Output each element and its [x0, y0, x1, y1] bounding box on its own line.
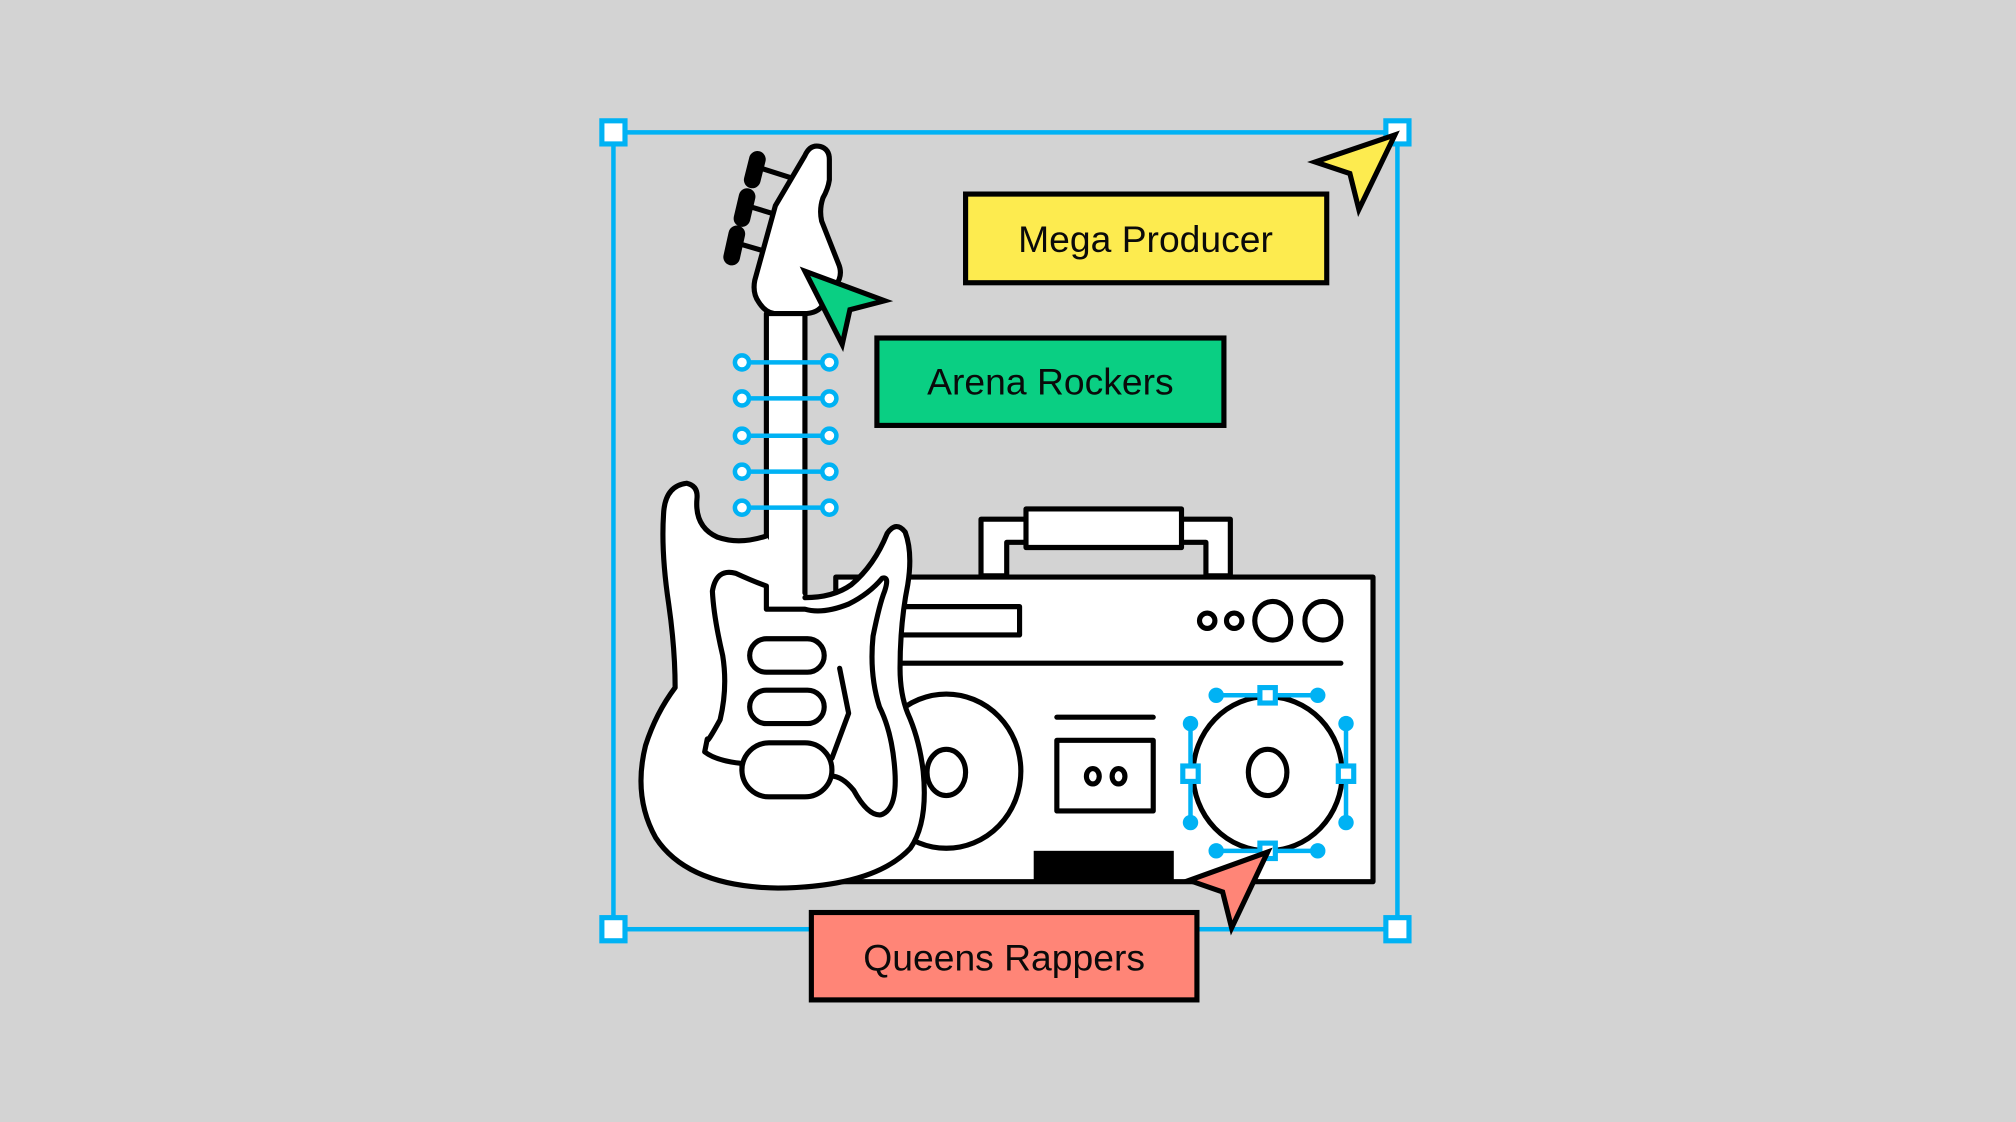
left-speaker-center — [924, 746, 969, 799]
cassette-reel-1 — [1083, 765, 1102, 787]
boombox[interactable] — [833, 506, 1376, 885]
anchor-point-right[interactable] — [1335, 763, 1357, 784]
bezier-control-point[interactable] — [1338, 814, 1354, 831]
tuning-pegs — [723, 151, 793, 266]
bezier-control-point[interactable] — [1310, 843, 1326, 859]
boombox-base-bar — [1033, 850, 1174, 882]
electric-guitar[interactable] — [638, 143, 927, 891]
yellow-cursor-icon — [1307, 130, 1400, 218]
label-box — [808, 909, 1200, 1003]
label-text: Queens Rappers — [863, 936, 1145, 978]
string-handle-2[interactable] — [732, 389, 839, 408]
boombox-handle-grip — [1023, 506, 1185, 551]
knob-large-2 — [1302, 598, 1344, 643]
string-handle-4[interactable] — [732, 462, 839, 481]
resize-handle-bottom-left[interactable] — [599, 915, 628, 944]
string-handle-5[interactable] — [732, 498, 839, 517]
resize-handle-top-left[interactable] — [599, 118, 628, 147]
knob-small-2 — [1223, 610, 1245, 632]
green-cursor-icon — [799, 266, 894, 352]
string-handle-1[interactable] — [732, 353, 839, 372]
bezier-control-point[interactable] — [1310, 687, 1326, 704]
bezier-control-point[interactable] — [1182, 715, 1199, 732]
knob-small-1 — [1196, 610, 1218, 632]
red-cursor-icon — [1181, 847, 1273, 936]
guitar-pickup-1 — [747, 636, 827, 675]
guitar-string-handles[interactable] — [732, 353, 839, 517]
label-text: Arena Rockers — [927, 361, 1173, 403]
guitar-pickup-2 — [747, 687, 827, 727]
label-queens-rappers: Queens Rappers — [808, 909, 1200, 1003]
label-box — [874, 335, 1227, 428]
right-speaker-center — [1245, 746, 1290, 799]
cassette-deck — [1054, 737, 1156, 814]
label-mega-producer: Mega Producer — [963, 191, 1330, 286]
bezier-control-point[interactable] — [1182, 814, 1199, 831]
cassette-reel-2 — [1109, 765, 1128, 787]
guitar-pickup-3 — [739, 740, 835, 800]
label-arena-rockers: Arena Rockers — [874, 335, 1227, 428]
guitar-headstock — [751, 143, 843, 317]
resize-handle-bottom-right[interactable] — [1383, 915, 1412, 944]
knob-large-1 — [1252, 598, 1294, 643]
bezier-control-point[interactable] — [1338, 715, 1354, 732]
bezier-control-point[interactable] — [1208, 843, 1224, 859]
string-handle-3[interactable] — [732, 426, 839, 446]
right-speaker[interactable] — [1190, 694, 1345, 854]
bezier-control-point[interactable] — [1208, 687, 1224, 704]
label-text: Mega Producer — [1018, 218, 1273, 260]
guitar-switch — [829, 665, 852, 761]
anchor-point-left[interactable] — [1180, 763, 1201, 784]
anchor-point-top[interactable] — [1257, 685, 1278, 706]
label-box — [963, 191, 1330, 286]
